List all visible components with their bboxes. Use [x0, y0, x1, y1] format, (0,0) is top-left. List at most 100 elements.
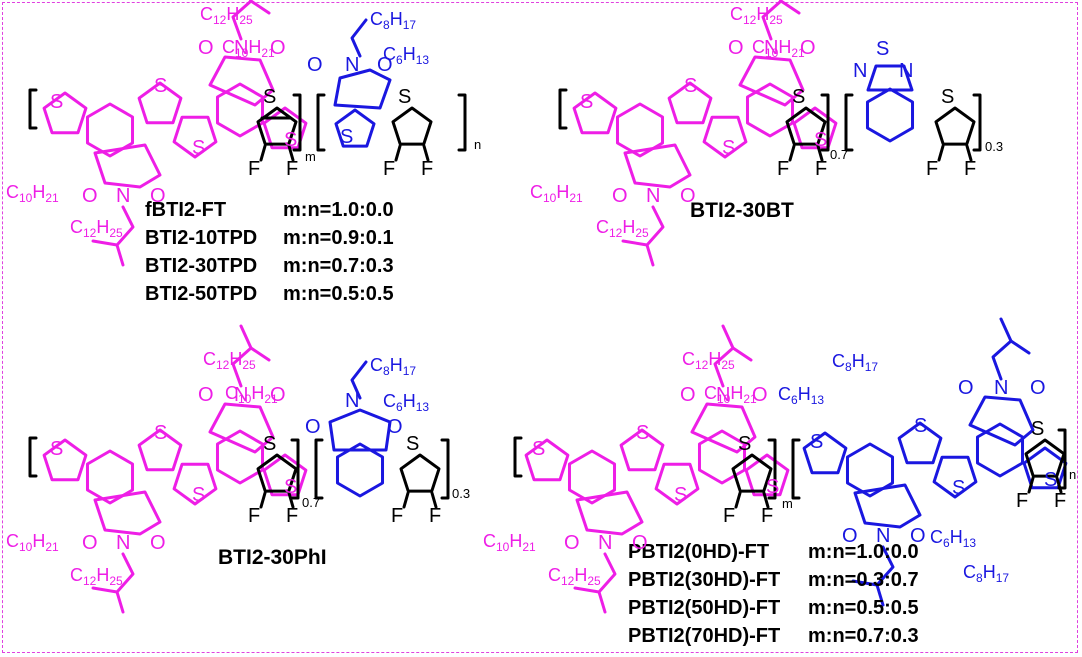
atom-s: S — [1044, 469, 1058, 491]
ratio-table-tpd: fBTI2-FT m:n=1.0:0.0 BTI2-10TPD m:n=0.9:… — [145, 196, 394, 308]
atom-s: S — [406, 433, 420, 455]
atom-o: O — [150, 532, 166, 554]
atom-o: O — [150, 185, 166, 207]
atom-f: F — [286, 505, 299, 527]
repeat-m-subscript: m — [305, 149, 316, 164]
atom-s: S — [263, 433, 277, 455]
atom-f: F — [286, 158, 299, 180]
atom-n: N — [994, 377, 1009, 399]
atom-s: S — [154, 422, 168, 444]
repeat-03-subscript: 0.3 — [985, 139, 1004, 154]
atom-o: O — [564, 532, 580, 554]
sidechain-c10h21-top: C10H21 — [222, 37, 275, 60]
polymer-name: PBTI2(30HD)-FT — [628, 568, 781, 591]
atom-n: N — [234, 37, 249, 59]
atom-f: F — [383, 158, 396, 180]
sidechain-c10h21-top: C10H21 — [704, 383, 757, 406]
atom-n: N — [116, 185, 131, 207]
sidechain-c6h13-blue: C6H13 — [930, 527, 977, 550]
atom-f: F — [815, 158, 828, 180]
atom-s: S — [154, 75, 168, 97]
repeat-03-subscript: 0.3 — [452, 486, 471, 501]
sidechain-c8h17-blue: C8H17 — [963, 562, 1010, 585]
atom-o: O — [612, 185, 628, 207]
ratio-value: m:n=1.0:0.0 — [808, 540, 919, 563]
repeat-n-subscript: n — [1069, 467, 1077, 482]
atom-n: N — [716, 384, 731, 406]
repeat-n-subscript: n — [474, 137, 482, 152]
sidechain-c10h21-bottom: C10H21 — [6, 182, 59, 205]
atom-f: F — [248, 505, 261, 527]
atom-f: F — [429, 505, 442, 527]
atom-n: N — [899, 60, 914, 82]
sidechain-c12h25-top: C12H25 — [203, 349, 256, 372]
polymer-name: BTI2-50TPD — [145, 282, 258, 305]
atom-o: O — [198, 37, 214, 59]
sidechain-c12h25-bottom: C12H25 — [70, 217, 123, 240]
atom-o: O — [752, 384, 768, 406]
atom-o: O — [82, 185, 98, 207]
sidechain-c12h25-top: C12H25 — [682, 349, 735, 372]
sidechain-c12h25-bottom: C12H25 — [548, 565, 601, 588]
polymer-name-phi: BTI2-30PhI — [218, 546, 327, 569]
atom-s: S — [952, 477, 966, 499]
sidechain-c10h21-top: C10H21 — [225, 383, 278, 406]
atom-s: S — [636, 422, 650, 444]
sidechain-c8h17-blue: C8H17 — [370, 9, 417, 32]
sidechain-c6h13-blue: C6H13 — [778, 384, 825, 407]
polymer-name: BTI2-30TPD — [145, 254, 258, 277]
polymer-name: PBTI2(50HD)-FT — [628, 596, 781, 619]
ratio-value: m:n=1.0:0.0 — [283, 198, 394, 221]
atom-f: F — [964, 158, 977, 180]
atom-o: O — [958, 377, 974, 399]
polymer-name: fBTI2-FT — [145, 198, 227, 221]
atom-o: O — [270, 37, 286, 59]
sidechain-c12h25-bottom: C12H25 — [70, 565, 123, 588]
atom-f: F — [248, 158, 261, 180]
sidechain-c12h25-top: C12H25 — [200, 4, 253, 27]
ratio-table-pbti: PBTI2(0HD)-FT m:n=1.0:0.0 PBTI2(30HD)-FT… — [628, 538, 919, 650]
atom-f: F — [777, 158, 790, 180]
atom-f: F — [1016, 490, 1029, 512]
sidechain-c12h25-top: C12H25 — [730, 4, 783, 27]
atom-o: O — [305, 416, 321, 438]
ratio-value: m:n=0.3:0.7 — [808, 568, 919, 591]
atom-s: S — [532, 438, 546, 460]
sidechain-c10h21-bottom: C10H21 — [6, 531, 59, 554]
atom-o: O — [198, 384, 214, 406]
atom-s: S — [722, 137, 736, 159]
atom-o: O — [1030, 377, 1046, 399]
ratio-value: m:n=0.5:0.5 — [808, 596, 919, 619]
ratio-row: BTI2-30TPD m:n=0.7:0.3 — [145, 252, 394, 280]
ratio-value: m:n=0.7:0.3 — [283, 254, 394, 277]
atom-s: S — [941, 86, 955, 108]
atom-s: S — [914, 415, 928, 437]
atom-s: S — [50, 91, 64, 113]
atom-n: N — [345, 54, 360, 76]
ratio-row: BTI2-10TPD m:n=0.9:0.1 — [145, 224, 394, 252]
sidechain-c10h21-bottom: C10H21 — [483, 531, 536, 554]
atom-o: O — [800, 37, 816, 59]
atom-s: S — [674, 484, 688, 506]
atom-n: N — [234, 384, 249, 406]
atom-o: O — [82, 532, 98, 554]
atom-s: S — [738, 433, 752, 455]
atom-f: F — [421, 158, 434, 180]
atom-n: N — [646, 185, 661, 207]
ratio-row: BTI2-50TPD m:n=0.5:0.5 — [145, 280, 394, 308]
atom-n: N — [876, 525, 891, 547]
atom-o: O — [728, 37, 744, 59]
atom-s: S — [766, 476, 780, 498]
atom-s: S — [1031, 418, 1045, 440]
polymer-name-bt: BTI2-30BT — [690, 199, 794, 222]
ratio-row: fBTI2-FT m:n=1.0:0.0 — [145, 196, 394, 224]
polymer-name: PBTI2(0HD)-FT — [628, 540, 770, 563]
sidechain-c10h21-bottom: C10H21 — [530, 182, 583, 205]
ratio-value: m:n=0.5:0.5 — [283, 282, 394, 305]
atom-s: S — [398, 86, 412, 108]
atom-s: S — [684, 75, 698, 97]
polymer-name: BTI2-10TPD — [145, 226, 258, 249]
atom-o: O — [910, 525, 926, 547]
